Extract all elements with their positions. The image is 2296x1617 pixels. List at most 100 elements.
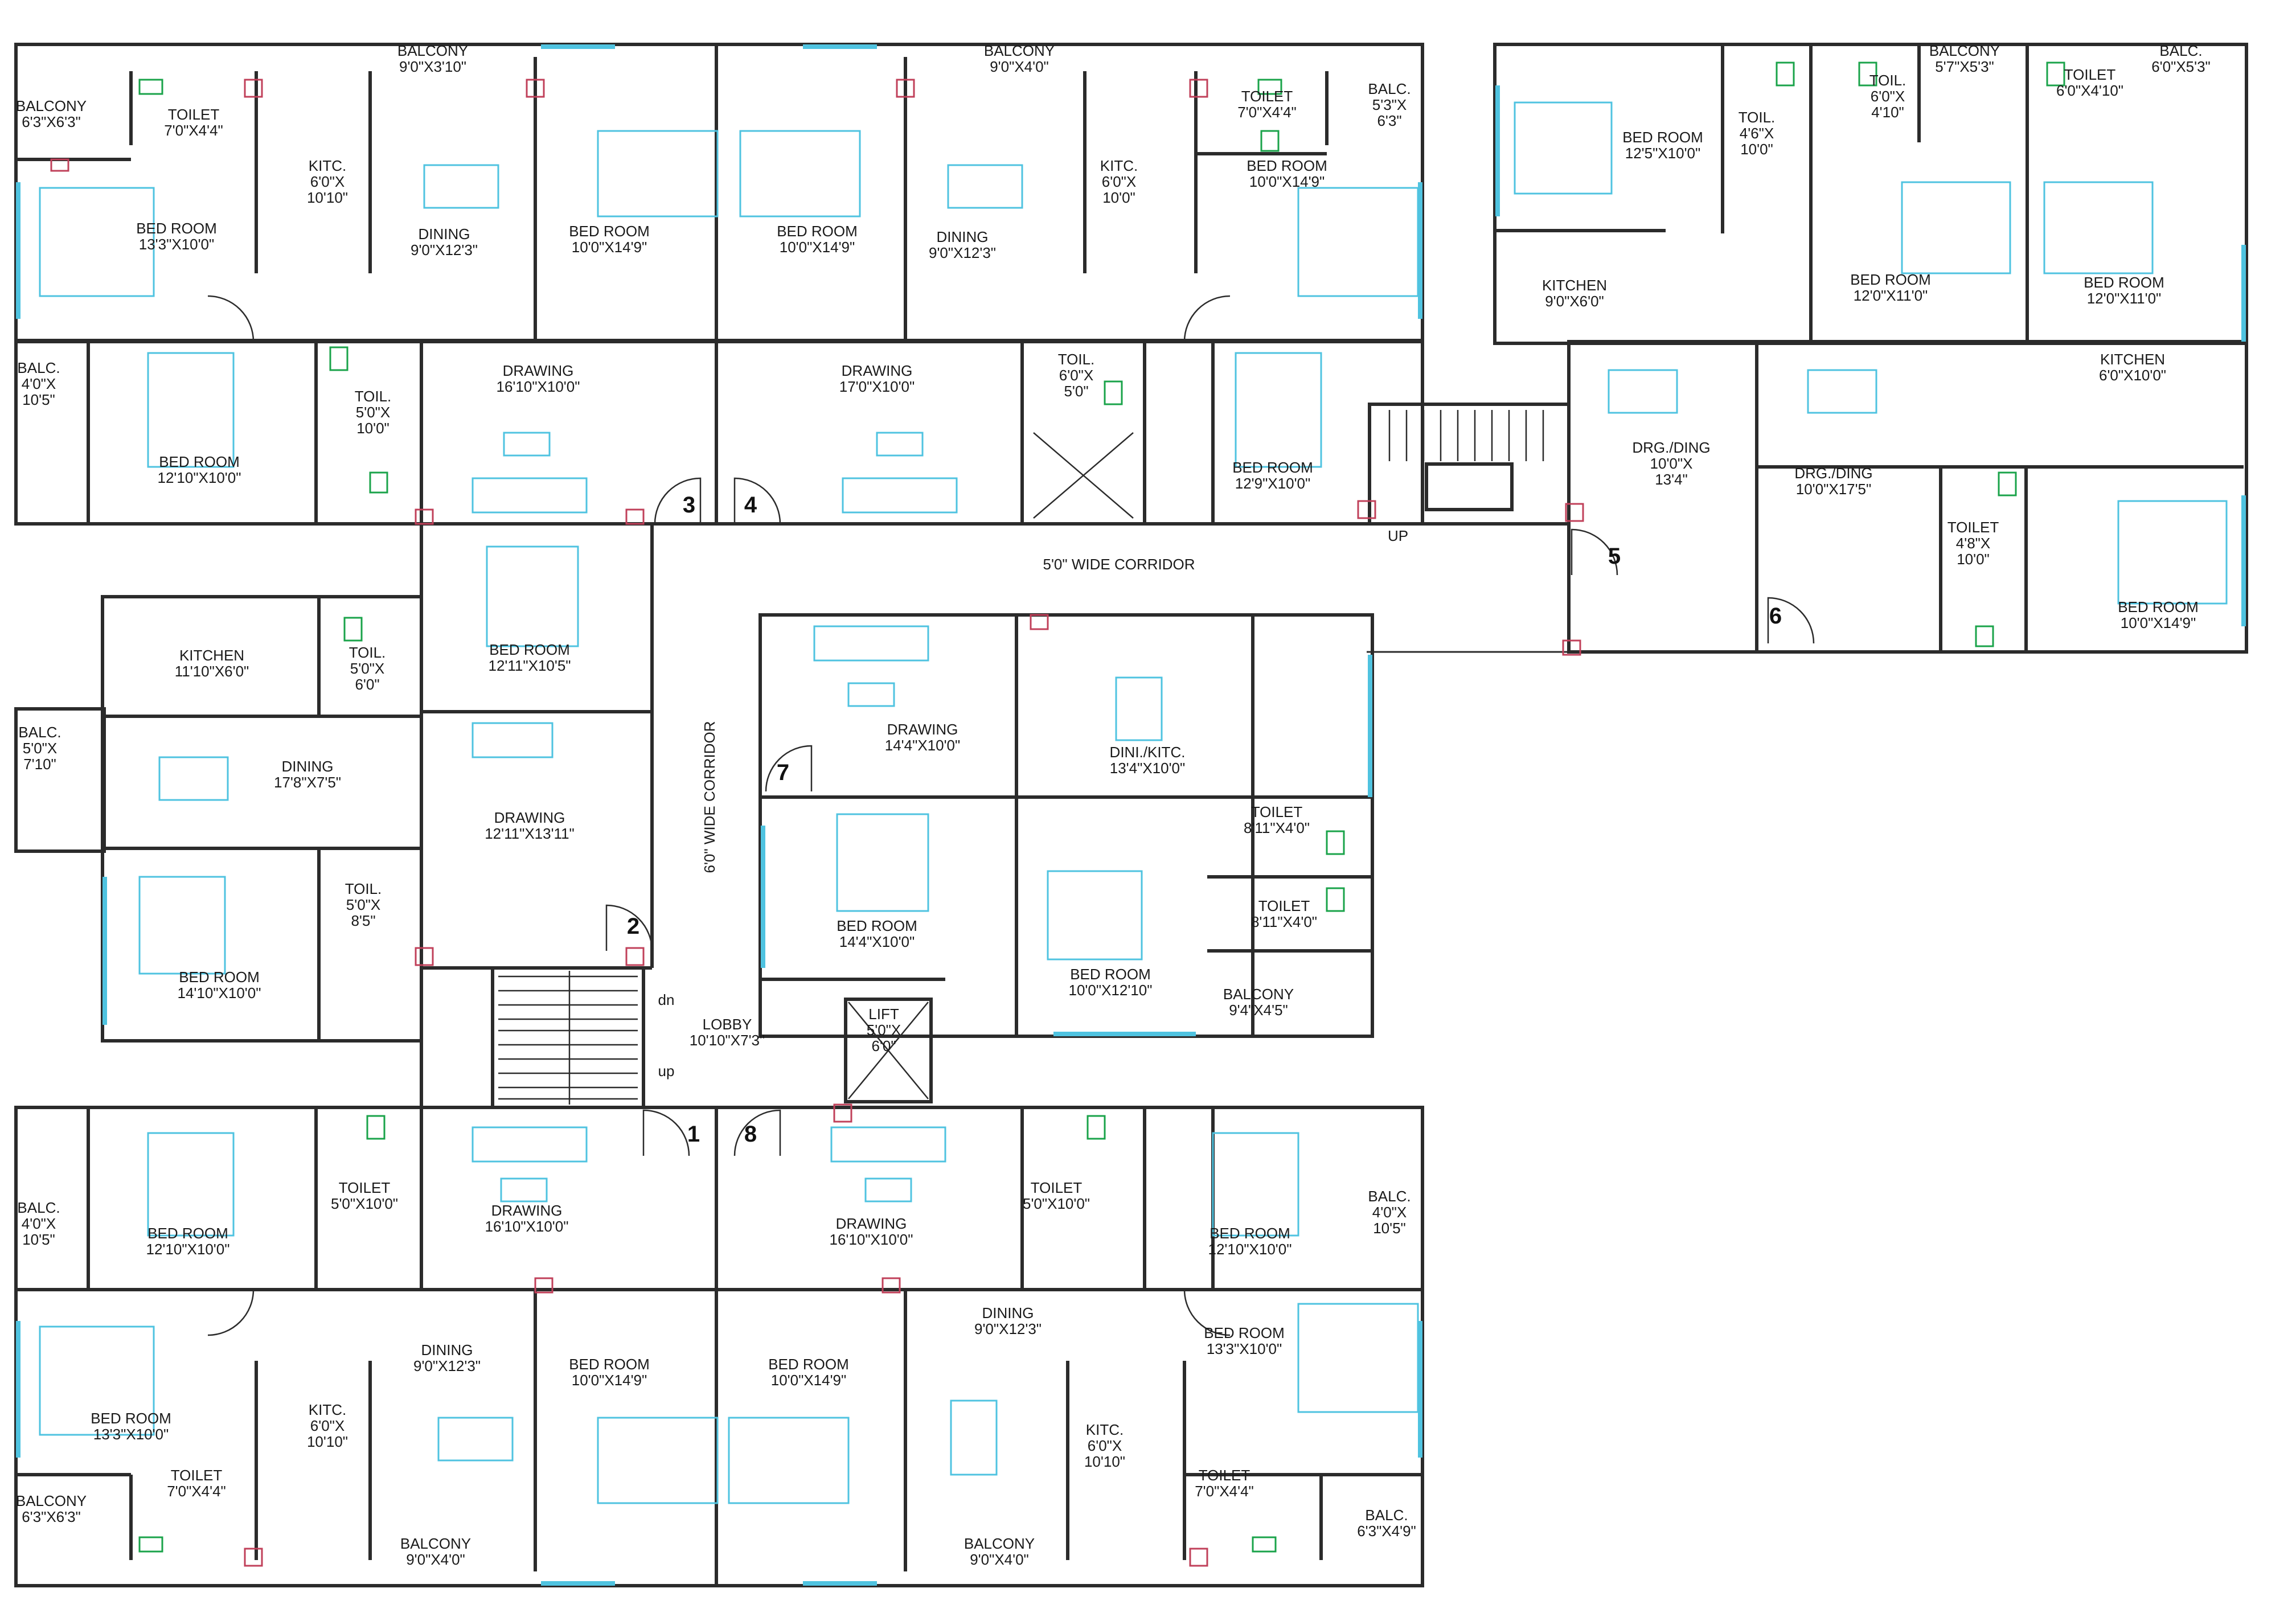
- room-label-line: 10'10"X7'3": [690, 1032, 765, 1049]
- corridor-mid-label: 6'0" WIDE CORRIDOR: [701, 721, 718, 873]
- room-label-line: 9'0"X4'0": [970, 1551, 1029, 1568]
- room-label-line: 12'0"X11'0": [2087, 290, 2162, 307]
- room-label-line: TOIL.: [1058, 351, 1095, 368]
- room-label-line: 7'0"X4'4": [164, 122, 223, 139]
- room-label-line: 12'0"X11'0": [1854, 287, 1928, 304]
- room-label-line: 10'0"X14'9": [771, 1372, 847, 1389]
- room-label-line: 13'3"X10'0": [93, 1426, 169, 1443]
- room-label-line: 13'3"X10'0": [139, 236, 215, 253]
- room-label-line: BALCONY: [984, 42, 1055, 59]
- room-label-line: 5'0"X: [356, 404, 390, 421]
- room-label-line: 6'3"X4'9": [1357, 1522, 1416, 1540]
- room-label-line: 10'5": [1373, 1220, 1406, 1237]
- room-label-line: BED ROOM: [1247, 157, 1327, 174]
- door-swings: [207, 295, 1815, 1336]
- room-label-line: BED ROOM: [1070, 966, 1151, 983]
- room-label-line: 9'0"X12'3": [411, 241, 478, 258]
- room-label-line: BALC.: [1365, 1507, 1408, 1524]
- room-label-line: TOILET: [1251, 803, 1303, 820]
- room-label-line: BALCONY: [1223, 986, 1294, 1003]
- unit-number-8: 8: [744, 1122, 757, 1147]
- room-label-line: TOILET: [2064, 66, 2116, 83]
- room-label-line: 9'0"X12'3": [413, 1357, 481, 1374]
- room-label-line: BED ROOM: [147, 1225, 228, 1242]
- room-label-line: KITCHEN: [179, 647, 244, 664]
- room-label-line: 5'0"X: [350, 660, 384, 677]
- room-label-line: BALC.: [1368, 1188, 1411, 1205]
- room-label-line: KITC.: [1100, 157, 1138, 174]
- room-label-line: 12'9"X10'0": [1235, 475, 1311, 492]
- room-label-line: 9'0"X12'3": [929, 244, 996, 261]
- room-label-line: 9'4"X4'5": [1229, 1002, 1288, 1019]
- room-label-line: 10'0": [1740, 141, 1773, 158]
- room-label-line: 10'0": [1957, 551, 1990, 568]
- room-label-line: 4'0"X: [22, 375, 56, 392]
- room-label-line: 10'0"X14'9": [780, 239, 855, 256]
- room-label-line: 6'0"X10'0": [2099, 367, 2166, 384]
- room-label-line: 13'3"X10'0": [1207, 1340, 1282, 1357]
- room-label-line: TOILET: [1258, 897, 1310, 914]
- room-label-line: BED ROOM: [1622, 129, 1703, 146]
- room-label-line: BALCONY: [16, 97, 87, 114]
- room-label-line: DINING: [282, 758, 334, 775]
- room-label-line: 11'10"X6'0": [175, 663, 249, 680]
- room-label-line: 6'0": [355, 676, 379, 693]
- room-label-line: BALC.: [17, 359, 60, 376]
- room-label-line: 10'0"X: [1650, 455, 1693, 472]
- room-label-line: BED ROOM: [159, 453, 240, 470]
- stair-up-label: up: [658, 1062, 675, 1080]
- room-label-line: TOIL.: [1869, 72, 1906, 89]
- room-label-r74: BALC.6'3"X4'9": [1357, 1507, 1416, 1540]
- room-label-line: 9'0"X3'10": [399, 58, 466, 75]
- room-label-line: 14'10"X10'0": [178, 984, 261, 1002]
- room-label-line: 9'0"X4'0": [406, 1551, 465, 1568]
- unit-number-4: 4: [744, 493, 757, 518]
- room-label-line: 9'0"X12'3": [974, 1320, 1042, 1337]
- room-label-line: 4'10": [1871, 104, 1904, 121]
- room-label-line: 10'0"X17'5": [1796, 481, 1872, 498]
- room-label-line: 4'0"X: [1372, 1204, 1407, 1221]
- room-label-line: 12'5"X10'0": [1625, 145, 1701, 162]
- room-label-line: 7'10": [23, 756, 56, 773]
- room-label-line: 6'0"X: [1102, 173, 1136, 190]
- room-label-line: BED ROOM: [2118, 598, 2199, 615]
- room-label-line: BED ROOM: [489, 641, 570, 658]
- room-label-line: 5'7"X5'3": [1935, 58, 1994, 75]
- room-label-line: BALC.: [17, 1199, 60, 1216]
- room-label-line: LOBBY: [703, 1016, 752, 1033]
- room-label-r27: BALC.6'0"X5'3": [2151, 42, 2211, 75]
- room-label-line: TOILET: [1199, 1467, 1250, 1484]
- room-label-line: 6'0"X4'10": [2056, 82, 2123, 99]
- room-label-line: 10'0"X14'9": [1249, 173, 1325, 190]
- room-label-line: 6'0"X5'3": [2151, 58, 2211, 75]
- room-label-line: DRG./DING: [1632, 439, 1710, 456]
